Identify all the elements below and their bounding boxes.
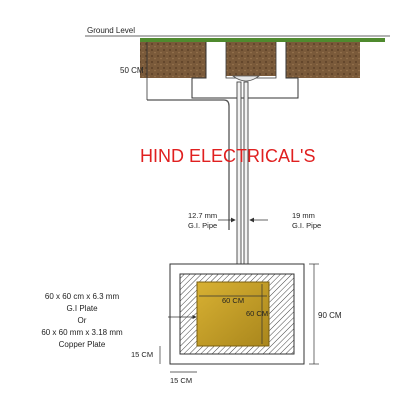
soil-block-left — [140, 42, 206, 78]
plate-width-label: 60 CM — [222, 296, 244, 305]
pit-depth-label: 90 CM — [318, 311, 342, 320]
grass-strip — [140, 38, 385, 42]
plate-spec-line5: Copper Plate — [59, 340, 106, 349]
depth-label: 50 CM — [120, 66, 144, 75]
earth-pit — [169, 263, 305, 365]
earth-wire — [147, 99, 230, 230]
gi-pipes — [236, 81, 249, 278]
plate-spec-line4: 60 x 60 mm x 3.18 mm — [41, 328, 123, 337]
plate-spec: 60 x 60 cm x 6.3 mm G.I Plate Or 60 x 60… — [41, 292, 123, 349]
gi-pipe-left — [236, 81, 242, 278]
soil-block-right — [286, 42, 360, 78]
side-clearance-label: 15 CM — [131, 350, 153, 359]
plate-spec-line2: G.I Plate — [66, 304, 98, 313]
right-pipe-type: G.I. Pipe — [292, 221, 321, 230]
watermark-text: HIND ELECTRICAL'S — [140, 146, 315, 166]
gi-pipe-right — [243, 81, 249, 278]
ground-section — [85, 35, 390, 78]
right-pipe-size: 19 mm — [292, 211, 315, 220]
ground-level-label: Ground Level — [87, 26, 135, 35]
plate-spec-line1: 60 x 60 cm x 6.3 mm — [45, 292, 120, 301]
funnel — [231, 75, 261, 82]
plate-spec-line3: Or — [78, 316, 87, 325]
left-pipe-size: 12.7 mm — [188, 211, 217, 220]
left-pipe-type: G.I. Pipe — [188, 221, 217, 230]
plate-height-label: 60 CM — [246, 309, 268, 318]
bottom-clearance-label: 15 CM — [170, 376, 192, 385]
earth-plate — [196, 281, 270, 347]
soil-block-middle — [226, 42, 276, 76]
